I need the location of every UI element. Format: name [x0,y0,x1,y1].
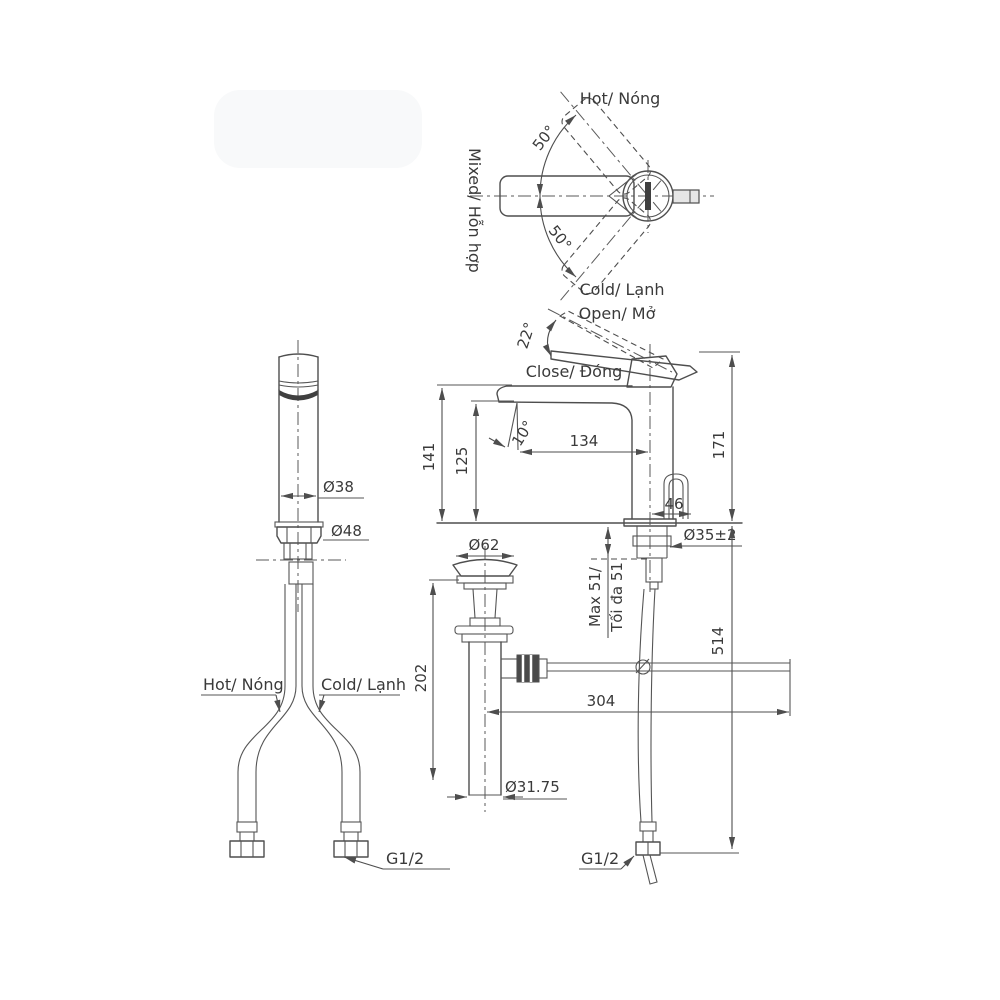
popup-drain: Ø62 202 Ø31.75 304 [412,536,791,812]
base-flange-front [276,526,322,544]
cold-hose-nut [333,840,369,858]
dim-46: 46 [652,495,691,518]
supply-hose-side [635,588,661,885]
watermark [214,90,422,168]
thread-label-left: G1/2 [343,849,450,870]
cold-hose-label-group: Cold/ Lạnh [318,675,406,713]
base-flange-side [623,518,677,527]
hot-hose [237,584,286,822]
svg-text:171: 171 [710,431,728,460]
svg-text:Tối đa 51: Tối đa 51 [608,562,626,633]
dim-31-75: Ø31.75 [447,778,567,801]
hot-hose-label-group: Hot/ Nóng [201,675,284,713]
rod-clamp [635,659,651,675]
dim-134: 134 [520,432,648,456]
svg-text:Ø38: Ø38 [323,478,354,496]
svg-text:125: 125 [453,447,471,476]
hub-slot [645,182,651,210]
svg-text:134: 134 [570,432,599,450]
dim-171: 171 [699,351,740,521]
supply-hoses-front [229,584,369,858]
dim-62: Ø62 [456,536,514,560]
svg-text:141: 141 [420,443,438,472]
lever-open [558,310,664,369]
svg-text:Ø62: Ø62 [469,536,500,554]
spout-stub [672,189,700,204]
svg-text:514: 514 [709,627,727,656]
svg-text:Ø48: Ø48 [331,522,362,540]
spout-underside [498,401,633,520]
locknut [632,535,672,547]
hose-adapter-front [288,561,314,585]
lever-cap [626,355,678,388]
angle-lower-label: 50° [545,222,576,254]
svg-text:G1/2: G1/2 [581,849,619,868]
cold-hose [312,584,361,822]
lever-closed [550,350,698,381]
svg-text:Cold/ Lạnh: Cold/ Lạnh [321,675,406,694]
top-view-handle-rotation: 50° 50° Hot/ Nóng Cold/ Lạnh Mixed/ Hỗn … [465,89,714,301]
hose-tail [642,854,658,885]
dim-202: 202 [412,579,459,780]
hose-adapter [645,557,663,583]
svg-text:G1/2: G1/2 [386,849,424,868]
spray-angle-label: 10° [508,417,537,449]
mixed-position-label: Mixed/ Hỗn hợp [465,148,484,273]
dim-141: 141 [420,384,512,521]
side-view-faucet: 22° Open/ Mở Close/ Đóng 10° [420,304,743,885]
dim-48: Ø48 [323,522,369,541]
dim-max-51: Max 51/ Tối đa 51 [586,527,626,638]
dim-514: 514 [660,526,739,854]
dim-125: 125 [453,400,514,521]
dim-304: 304 [487,692,789,716]
svg-text:Ø31.75: Ø31.75 [505,778,560,796]
lever-angle-label: 22° [514,320,539,351]
handle-top [278,353,319,358]
cold-position-label: Cold/ Lạnh [579,280,664,299]
handle-cold-position [560,91,662,212]
svg-text:Max 51/: Max 51/ [586,566,604,627]
svg-text:Ø35±2: Ø35±2 [683,526,736,544]
outlet-nut [516,654,540,683]
hot-position-label: Hot/ Nóng [580,89,661,108]
dim-hole-dia: Ø35±2 [669,526,742,549]
base-plate-front [274,521,324,528]
lift-rod [663,473,689,519]
thread-label-right: G1/2 [579,849,635,870]
svg-text:46: 46 [664,495,683,513]
close-label: Close/ Đóng [526,362,623,381]
dim-38: Ø38 [281,478,364,500]
open-label: Open/ Mở [579,304,656,323]
svg-text:202: 202 [412,664,430,693]
front-view-faucet: Ø38 Ø48 Hot/ Nóng Cold/ Lạnh G1/2 [201,340,450,870]
drain-stopper [452,558,518,577]
hot-hose-nut [229,840,265,858]
svg-text:Hot/ Nóng: Hot/ Nóng [203,675,284,694]
handle-hot-position [560,180,662,301]
hose-collar [639,821,657,832]
svg-text:304: 304 [587,692,616,710]
angle-upper-label: 50° [529,122,560,154]
spout-outlet-front [279,390,318,401]
